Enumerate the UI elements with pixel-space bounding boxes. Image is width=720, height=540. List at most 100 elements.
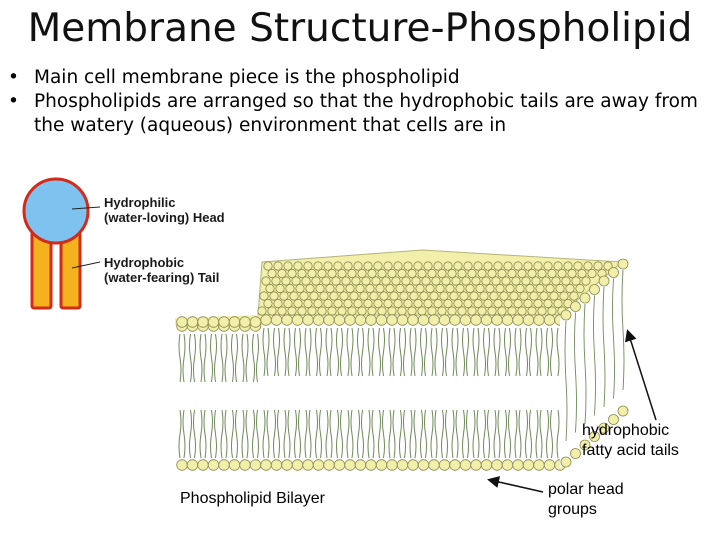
tail-line xyxy=(466,327,469,377)
tail-line xyxy=(315,409,318,459)
head-bead xyxy=(560,456,572,468)
head-bead xyxy=(505,283,515,294)
tails-label-line1: hydrophobic xyxy=(582,422,670,439)
head-bead xyxy=(207,459,220,471)
head-bead xyxy=(299,291,309,301)
head-bead xyxy=(463,261,473,271)
head-bead xyxy=(603,261,613,271)
side-tail-line xyxy=(564,320,568,442)
head-bead xyxy=(312,314,325,326)
tail-line xyxy=(455,409,459,459)
head-bead xyxy=(303,261,313,271)
head-bead xyxy=(437,268,447,279)
tail-line xyxy=(199,409,203,459)
tail-line xyxy=(220,333,224,383)
tail-line xyxy=(508,409,511,459)
head-bead xyxy=(521,276,531,286)
tail-line xyxy=(325,409,329,459)
head-bead xyxy=(291,314,304,326)
tail-line xyxy=(455,327,459,377)
head-bead xyxy=(344,459,356,471)
head-bead xyxy=(511,276,521,286)
tail-line xyxy=(298,409,301,459)
head-bead xyxy=(557,268,567,279)
polar-head-label: polar head groups xyxy=(548,480,624,520)
head-bead xyxy=(393,298,403,309)
head-bead xyxy=(273,298,283,309)
head-bead xyxy=(323,314,335,326)
head-bead xyxy=(453,298,463,309)
tail-line xyxy=(434,327,438,377)
head-bead xyxy=(461,276,471,286)
head-bead xyxy=(263,298,273,309)
head-bead xyxy=(438,459,451,471)
head-bead xyxy=(307,268,317,279)
tail-line xyxy=(273,327,276,377)
hydrophilic-head-label: Hydrophilic (water-loving) Head xyxy=(104,195,225,225)
head-bead xyxy=(337,306,347,316)
head-bead xyxy=(427,268,437,279)
head-bead xyxy=(547,306,557,316)
head-bead xyxy=(265,283,275,294)
tail-line xyxy=(493,409,497,459)
tail-line xyxy=(329,327,333,377)
head-bead xyxy=(353,261,363,271)
head-bead xyxy=(573,261,583,271)
tail-line xyxy=(231,409,234,459)
tail-line xyxy=(304,409,308,459)
tail-line xyxy=(399,327,402,377)
tail-line xyxy=(392,327,396,377)
head-bead xyxy=(567,268,577,279)
head-bead xyxy=(281,459,293,471)
head-bead xyxy=(405,283,415,294)
head-bead xyxy=(287,268,297,279)
head-bead xyxy=(307,306,317,316)
head-bead xyxy=(477,268,487,279)
head-bead xyxy=(445,283,455,294)
polar-arrow xyxy=(487,476,544,493)
head-bead xyxy=(333,298,343,309)
head-bead xyxy=(533,459,545,471)
tail-pointer-line xyxy=(71,261,101,269)
tail-line xyxy=(451,327,455,377)
head-bead xyxy=(287,306,297,316)
head-bead xyxy=(386,314,398,326)
tail-line xyxy=(476,409,480,459)
head-bead xyxy=(487,268,497,279)
head-bead xyxy=(373,298,383,309)
tail-line xyxy=(413,409,417,459)
head-bead xyxy=(389,291,399,301)
head-bead xyxy=(393,261,403,271)
tail-line xyxy=(315,327,318,377)
head-bead xyxy=(317,268,327,279)
head-bead xyxy=(313,261,323,271)
head-bead xyxy=(305,283,315,294)
head-bead xyxy=(369,291,379,301)
head-bead xyxy=(535,283,545,294)
head-bead xyxy=(479,291,489,301)
head-bead xyxy=(543,314,556,326)
head-bead xyxy=(493,298,503,309)
head-bead xyxy=(409,291,419,301)
head-bead xyxy=(351,276,361,286)
tail-line xyxy=(361,327,364,377)
head-bead xyxy=(533,314,545,326)
head-bead xyxy=(293,298,303,309)
tail-line xyxy=(273,409,276,459)
head-bead xyxy=(375,459,388,471)
tail-line xyxy=(546,409,549,459)
head-bead xyxy=(365,283,375,294)
head-bead xyxy=(539,291,549,301)
front-tails xyxy=(178,327,564,459)
tail-line xyxy=(546,327,549,377)
head-bead xyxy=(471,276,481,286)
tail-line xyxy=(367,327,371,377)
head-bead xyxy=(357,306,367,316)
tail-line xyxy=(336,409,339,459)
side-tail-line xyxy=(574,312,577,433)
head-bead xyxy=(533,261,543,271)
head-bead xyxy=(377,268,387,279)
head-bead xyxy=(467,306,477,316)
head-bead xyxy=(559,291,569,301)
head-bead xyxy=(347,268,357,279)
